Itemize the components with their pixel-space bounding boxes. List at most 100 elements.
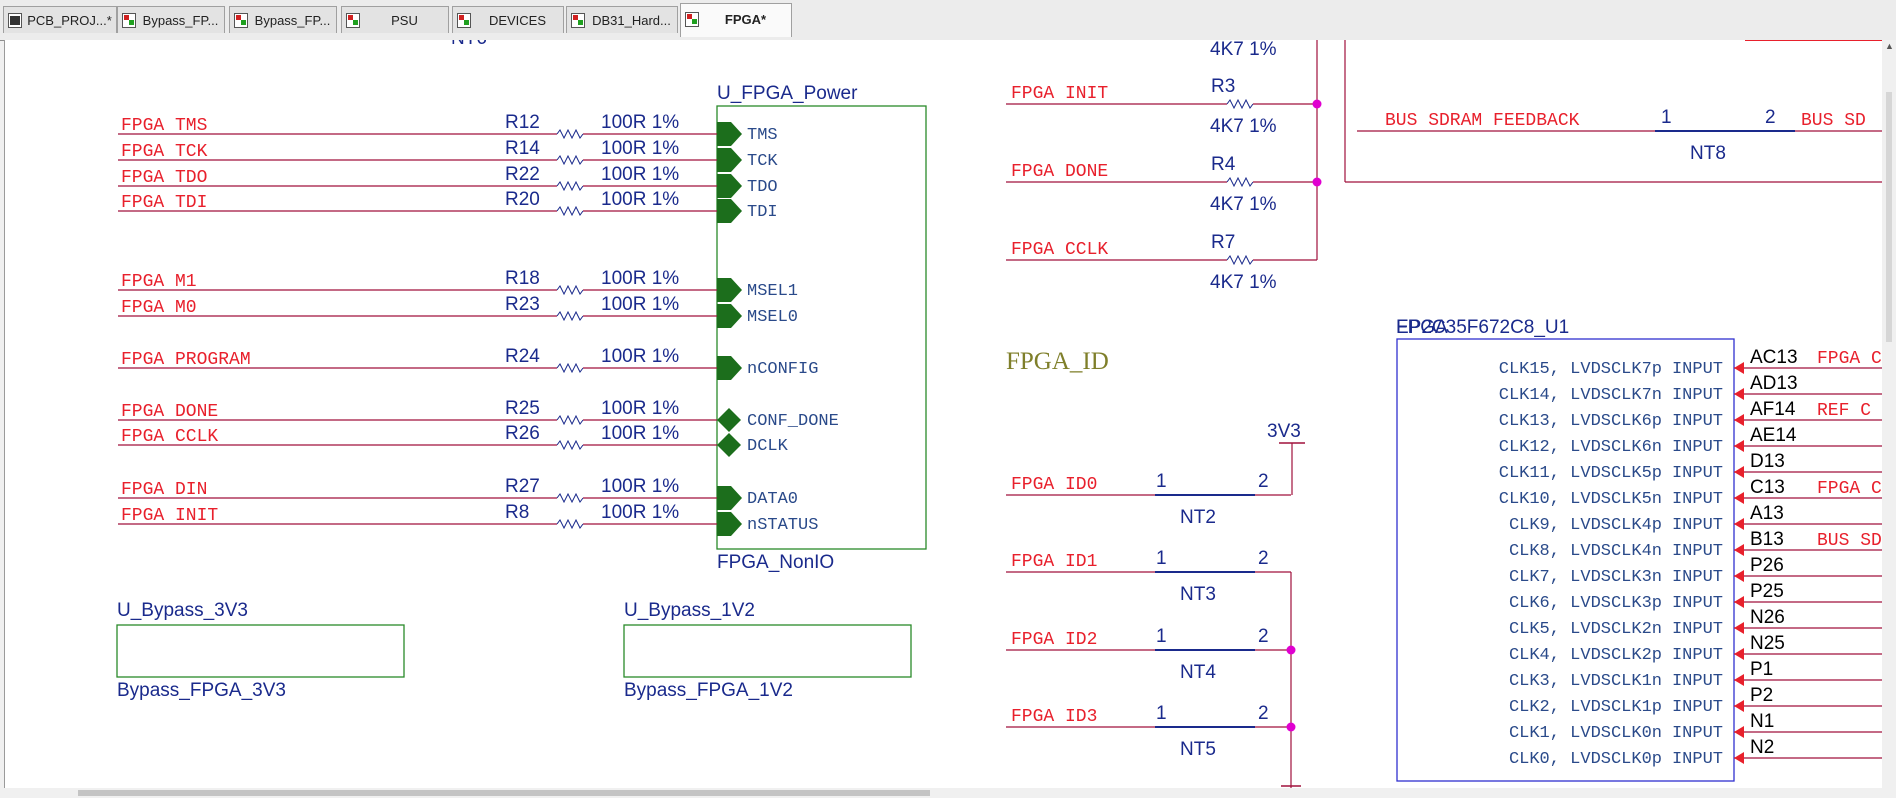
- pin-function: CLK6, LVDSCLK3p: [1509, 594, 1662, 613]
- pin-number: C13: [1750, 477, 1785, 498]
- sheet-entry-port: [717, 512, 742, 536]
- sheet-entry-name: nSTATUS: [747, 516, 818, 535]
- pin-type: INPUT: [1672, 698, 1723, 717]
- pin-number: D13: [1750, 451, 1785, 472]
- sheet-symbol-fpga-nonio: [716, 105, 927, 550]
- tab-4[interactable]: PSU: [341, 6, 449, 33]
- resistor-value: 100R 1%: [601, 423, 679, 444]
- tab-6[interactable]: DB31_Hard...: [566, 6, 678, 33]
- horizontal-scrollbar[interactable]: [0, 788, 1896, 798]
- sheet-entry-name: TDI: [747, 203, 778, 222]
- pin-type: INPUT: [1672, 412, 1723, 431]
- pin-number: A13: [1750, 503, 1784, 524]
- sheet-designator: U_FPGA_Power: [717, 83, 858, 104]
- resistor-designator: R4: [1211, 154, 1236, 175]
- pin-type: INPUT: [1672, 568, 1723, 587]
- pin-type: INPUT: [1672, 594, 1723, 613]
- resistor-designator: R23: [505, 294, 540, 315]
- pin-function: CLK12, LVDSCLK6n: [1499, 438, 1662, 457]
- schematic-sheet-icon: [571, 13, 585, 28]
- net-label: FPGA DONE: [1011, 162, 1108, 182]
- fpga-part-body: [1396, 338, 1735, 782]
- net-label: FPGA PROGRAM: [121, 350, 251, 370]
- tab-label: PCB_PROJ...*: [27, 13, 112, 28]
- schematic-sheet-icon: [685, 12, 699, 27]
- resistor-value: 100R 1%: [601, 268, 679, 289]
- tab-label: DB31_Hard...: [592, 13, 671, 28]
- schematic-sheet-icon: [234, 13, 248, 28]
- net-label: FPGA ID0: [1011, 475, 1097, 495]
- pin-type: INPUT: [1672, 750, 1723, 769]
- resistor-symbol: [556, 492, 584, 504]
- tab-5[interactable]: DEVICES: [452, 6, 564, 33]
- resistor-symbol: [556, 518, 584, 530]
- net-label: FPGA ID3: [1011, 707, 1097, 727]
- pin-function: CLK15, LVDSCLK7p: [1499, 360, 1662, 379]
- vertical-scrollbar[interactable]: ▲: [1882, 40, 1896, 788]
- sheet-designator: U_Bypass_1V2: [624, 600, 755, 621]
- net-label: FPGA M1: [121, 272, 197, 292]
- pin-number: 1: [1156, 548, 1167, 569]
- sheet-entry-port: [717, 278, 742, 302]
- net-label: BUS SDRAM FEEDBACK: [1385, 111, 1580, 131]
- scroll-up-arrow-icon[interactable]: ▲: [1885, 41, 1894, 51]
- pin-number: 2: [1765, 107, 1776, 128]
- resistor-symbol: [556, 154, 584, 166]
- pin-function: CLK3, LVDSCLK1n: [1509, 672, 1662, 691]
- horizontal-scroll-thumb[interactable]: [78, 790, 930, 796]
- resistor-value: 100R 1%: [601, 112, 679, 133]
- pin-function: CLK4, LVDSCLK2p: [1509, 646, 1662, 665]
- vertical-scroll-thumb[interactable]: [1886, 92, 1892, 342]
- sheet-entry-port: [717, 433, 741, 457]
- tab-label: FPGA*: [724, 12, 767, 27]
- pin-type: INPUT: [1672, 386, 1723, 405]
- part-designator-overlap: FPGA: [1396, 317, 1448, 338]
- resistor-symbol: [556, 362, 584, 374]
- tab-7[interactable]: FPGA*: [680, 3, 792, 37]
- resistor-symbol: [1226, 98, 1254, 110]
- pin-input-arrow: [1734, 440, 1744, 452]
- sheet-entry-name: CONF_DONE: [747, 412, 839, 431]
- resistor-designator: R26: [505, 423, 540, 444]
- resistor-value: 100R 1%: [601, 294, 679, 315]
- pin-function: CLK11, LVDSCLK5p: [1499, 464, 1662, 483]
- pin-number: AE14: [1750, 425, 1797, 446]
- resistor-designator: R27: [505, 476, 540, 497]
- pin-number: 2: [1258, 548, 1269, 569]
- resistor-value: 4K7 1%: [1210, 194, 1277, 215]
- tab-label: DEVICES: [488, 13, 547, 28]
- pin-number: 2: [1258, 703, 1269, 724]
- resistor-designator: R24: [505, 346, 540, 367]
- junction-dot: [1312, 99, 1322, 109]
- pin-input-arrow: [1734, 570, 1744, 582]
- pin-type: INPUT: [1672, 724, 1723, 743]
- pin-input-arrow: [1734, 648, 1744, 660]
- pin-type: INPUT: [1672, 542, 1723, 561]
- tab-1[interactable]: PCB_PROJ...*: [3, 6, 117, 33]
- pin-function: CLK10, LVDSCLK5n: [1499, 490, 1662, 509]
- resistor-symbol: [1226, 176, 1254, 188]
- resistor-designator: R3: [1211, 76, 1235, 97]
- sheet-filename: Bypass_FPGA_3V3: [117, 680, 286, 701]
- tab-2[interactable]: Bypass_FP...: [117, 6, 225, 33]
- pin-type: INPUT: [1672, 620, 1723, 639]
- pin-input-arrow: [1734, 700, 1744, 712]
- sheet-entry-port: [717, 148, 742, 172]
- part-pin-label: CLK6, LVDSCLK3p INPUT: [1509, 594, 1723, 613]
- tab-3[interactable]: Bypass_FP...: [229, 6, 337, 33]
- junction-dot: [1286, 645, 1296, 655]
- resistor-value: 100R 1%: [601, 502, 679, 523]
- resistor-value: 100R 1%: [601, 138, 679, 159]
- pin-number: N2: [1750, 737, 1774, 758]
- net-label: FPGA ID1: [1011, 552, 1097, 572]
- resistor-symbol: [556, 414, 584, 426]
- net-label: FPGA TDI: [121, 193, 207, 213]
- pin-number: N1: [1750, 711, 1774, 732]
- resistor-value: 100R 1%: [601, 398, 679, 419]
